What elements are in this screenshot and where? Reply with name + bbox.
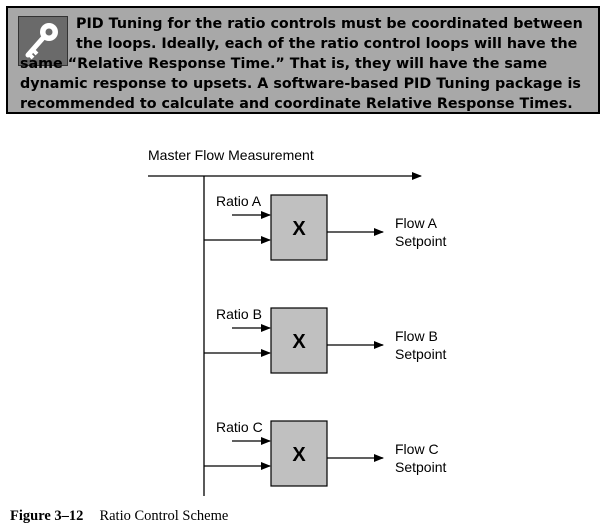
output-label-line2: Setpoint bbox=[395, 346, 446, 362]
figure-caption: Figure 3–12 Ratio Control Scheme bbox=[10, 508, 228, 525]
ratio-label: Ratio B bbox=[216, 306, 262, 322]
key-icon bbox=[18, 16, 68, 66]
multiplier-label: X bbox=[292, 444, 306, 466]
multiplier-box bbox=[270, 194, 328, 261]
ratio-label: Ratio A bbox=[216, 193, 262, 209]
multiplier-box bbox=[270, 420, 328, 487]
multiplier-label: X bbox=[292, 331, 306, 353]
figure-title: Ratio Control Scheme bbox=[99, 508, 229, 524]
figure-number: Figure 3–12 bbox=[10, 508, 84, 524]
note-text: PID Tuning for the ratio controls must b… bbox=[20, 16, 583, 112]
key-icon-graphic bbox=[25, 23, 58, 60]
ratio-control-diagram: Master Flow Measurement Ratio A X Flow A… bbox=[148, 147, 446, 496]
ratio-loop-b: Ratio B X Flow B Setpoint bbox=[204, 306, 446, 374]
ratio-loop-a: Ratio A X Flow A Setpoint bbox=[204, 193, 446, 261]
output-label-line2: Setpoint bbox=[395, 459, 446, 475]
output-label-line2: Setpoint bbox=[395, 233, 446, 249]
output-label-line1: Flow A bbox=[395, 215, 438, 231]
ratio-label: Ratio C bbox=[216, 419, 263, 435]
ratio-loop-c: Ratio C X Flow C Setpoint bbox=[204, 419, 446, 487]
output-label-line1: Flow C bbox=[395, 441, 439, 457]
master-flow-label: Master Flow Measurement bbox=[148, 147, 314, 163]
multiplier-label: X bbox=[292, 218, 306, 240]
multiplier-box bbox=[270, 307, 328, 374]
note-text-block: PID Tuning for the ratio controls must b… bbox=[20, 14, 594, 114]
output-label-line1: Flow B bbox=[395, 328, 438, 344]
note-box: PID Tuning for the ratio controls must b… bbox=[6, 6, 600, 114]
